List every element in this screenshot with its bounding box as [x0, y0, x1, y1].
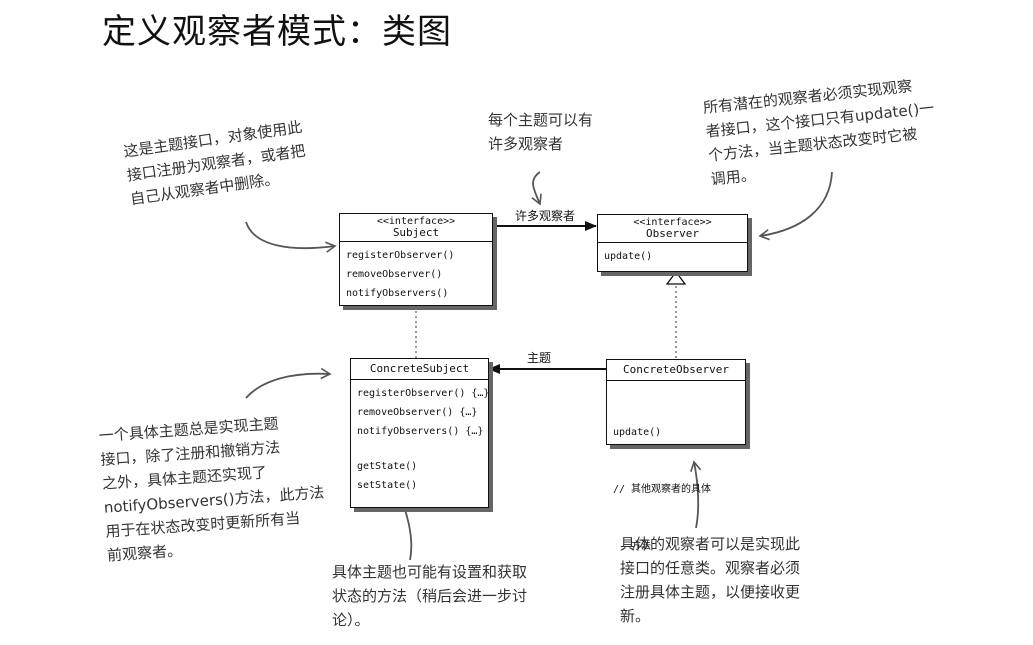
- note-line: 许多观察者: [488, 135, 564, 153]
- comment-line: 方法: [613, 541, 652, 552]
- note-arrow-concrete-observer: [690, 460, 702, 529]
- method-gap: [357, 441, 482, 457]
- note-line: 接口的任意类。观察者必须: [620, 559, 801, 577]
- class-observer-methods: update(): [598, 243, 747, 268]
- note-line: 每个主题可以有: [488, 111, 594, 129]
- note-line: 状态的方法（稍后会进一步讨: [332, 587, 528, 605]
- class-concrete-subject-header: ConcreteSubject: [351, 359, 488, 380]
- note-arrow-concrete-subject: [245, 367, 332, 399]
- class-observer-header: <<interface>> Observer: [598, 215, 747, 243]
- class-observer-stereotype: <<interface>>: [633, 217, 712, 228]
- method: update(): [613, 427, 662, 438]
- note-line: 具体主题也可能有设置和获取: [332, 563, 528, 581]
- class-subject-methods: registerObserver() removeObserver() noti…: [340, 242, 492, 305]
- note-line: 具体的观察者可以是实现此: [620, 535, 801, 553]
- class-subject: <<interface>> Subject registerObserver()…: [339, 213, 493, 306]
- note-many-observers: 每个主题可以有 许多观察者: [488, 108, 593, 156]
- class-concrete-subject-methods: registerObserver() {…} removeObserver() …: [351, 380, 490, 497]
- method: getState(): [357, 461, 418, 472]
- association-label-subject: 主题: [527, 351, 552, 365]
- class-concrete-observer: ConcreteObserver update() // 其他观察者的具体 方法: [606, 359, 746, 552]
- method: notifyObservers(): [346, 288, 449, 299]
- association-label-many: 许多观察者: [515, 209, 576, 223]
- method: update(): [604, 251, 653, 262]
- note-arrow-many: [531, 171, 542, 206]
- class-subject-name: Subject: [392, 226, 440, 239]
- comment-line: // 其他观察者的具体: [613, 484, 712, 495]
- method: registerObserver(): [346, 250, 455, 261]
- note-arrow-subject: [245, 221, 337, 253]
- class-concrete-observer-header: ConcreteObserver: [607, 360, 745, 381]
- note-concrete-subject: 一个具体主题总是实现主题 接口，除了注册和撤销方法 之外，具体主题还实现了 no…: [98, 409, 328, 568]
- class-concrete-observer-name: ConcreteObserver: [623, 363, 729, 376]
- method: removeObserver() {…}: [357, 407, 478, 418]
- note-state-methods: 具体主题也可能有设置和获取 状态的方法（稍后会进一步讨 论）。: [332, 560, 527, 632]
- method: notifyObservers() {…}: [357, 426, 484, 437]
- method: registerObserver() {…}: [357, 388, 490, 399]
- note-line: 注册具体主题，以便接收更: [620, 583, 801, 601]
- page-title: 定义观察者模式：类图: [102, 12, 452, 52]
- note-arrow-observer: [758, 171, 833, 241]
- class-subject-stereotype: <<interface>>: [376, 216, 456, 227]
- class-concrete-subject: ConcreteSubject registerObserver() {…} r…: [350, 358, 489, 508]
- class-observer: <<interface>> Observer update(): [597, 214, 748, 272]
- note-concrete-observer: 具体的观察者可以是实现此 接口的任意类。观察者必须 注册具体主题，以便接收更 新…: [620, 532, 800, 628]
- method: setState(): [357, 480, 418, 491]
- class-concrete-observer-methods: update() // 其他观察者的具体 方法: [607, 381, 745, 596]
- class-subject-header: <<interface>> Subject: [340, 214, 492, 242]
- note-line: 新。: [620, 607, 651, 625]
- note-line: 论）。: [332, 611, 370, 629]
- class-observer-name: Observer: [646, 227, 699, 240]
- realization-triangle-observer: [665, 270, 687, 285]
- method: removeObserver(): [346, 269, 443, 280]
- class-concrete-subject-name: ConcreteSubject: [369, 362, 470, 375]
